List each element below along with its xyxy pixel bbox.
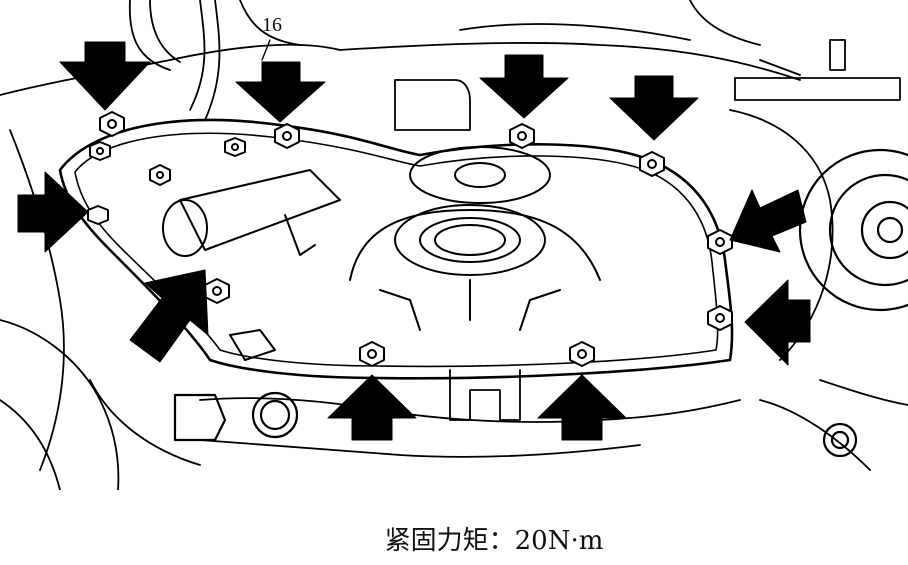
right-bracket <box>449 369 521 421</box>
bolt <box>569 341 595 367</box>
bolt <box>204 278 230 304</box>
background-linework <box>0 0 908 490</box>
bolt <box>89 141 111 161</box>
arrow-up-right <box>129 269 209 363</box>
bolt <box>149 164 171 186</box>
bolt <box>274 123 300 149</box>
bolt <box>509 123 535 149</box>
arrow-down <box>609 75 699 141</box>
bolt <box>224 137 246 157</box>
torque-caption-text: 紧固力矩：20N·m <box>384 526 604 556</box>
arrow-down <box>235 61 326 123</box>
arrow-right <box>17 171 89 253</box>
arrow-left <box>729 189 807 253</box>
bolts <box>87 111 733 367</box>
cylinder-part <box>162 169 341 361</box>
lower-fittings <box>173 391 858 458</box>
callout-leader <box>261 39 271 61</box>
cover-dome <box>349 146 601 331</box>
bolt <box>639 151 665 177</box>
arrow-down <box>59 41 151 111</box>
torque-caption: 紧固力矩：20N·m <box>0 520 908 557</box>
bolt <box>87 205 109 225</box>
pulley-wheel <box>798 148 908 312</box>
arrow-down <box>479 54 569 119</box>
engine-cover-illustration <box>0 0 908 490</box>
bolt <box>707 229 733 255</box>
arrow-left <box>744 279 811 366</box>
bolt <box>707 305 733 331</box>
bolt <box>99 111 125 137</box>
arrow-up <box>327 374 417 441</box>
callout-number: 16 <box>262 14 282 36</box>
arrow-up <box>537 374 627 441</box>
indicator-arrows <box>17 41 811 441</box>
bolt <box>359 341 385 367</box>
